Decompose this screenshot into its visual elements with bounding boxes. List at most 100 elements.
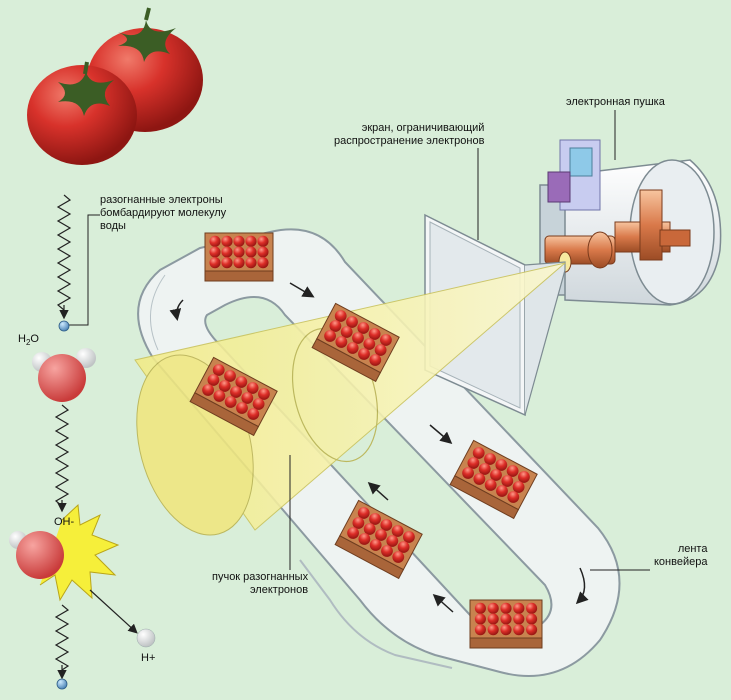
tomato-icon	[324, 330, 336, 342]
tomato-icon	[257, 257, 269, 269]
tomato-icon	[347, 527, 359, 539]
tomato-icon	[258, 388, 270, 400]
tomato-icon	[209, 235, 221, 247]
tomato-icon	[352, 332, 364, 344]
water-h: H	[18, 333, 26, 345]
tomato-icon	[381, 545, 393, 557]
tomato-crate	[204, 232, 274, 282]
tomato-icon	[380, 334, 392, 346]
tomato-icon	[368, 328, 381, 340]
tomato-icon	[490, 469, 502, 481]
tomato-icon	[397, 541, 410, 553]
tomato-icon	[363, 523, 376, 535]
tomato-icon	[487, 602, 499, 614]
tomato-icon	[473, 473, 486, 485]
tomato-icon	[221, 235, 233, 247]
tomato-icon	[213, 390, 226, 402]
arrow-icon	[289, 282, 315, 298]
tomato-icon	[257, 235, 269, 247]
electron-dot-icon	[58, 320, 70, 332]
tomato-icon	[391, 525, 404, 537]
tomato-icon	[235, 376, 248, 388]
tomato-icon	[340, 326, 353, 338]
tomato-icon	[506, 465, 519, 477]
tomato-icon	[474, 602, 486, 614]
tomato-icon	[369, 354, 382, 366]
tomato-icon	[495, 459, 508, 471]
tomato-icon	[467, 457, 480, 469]
label-electron-gun: электронная пушка	[566, 96, 665, 108]
tomato-icon	[224, 370, 236, 382]
tomato-icon	[246, 382, 259, 394]
tomato-icon	[513, 624, 525, 636]
tomato-icon	[380, 519, 393, 531]
tomato-icon	[221, 257, 233, 269]
label-electron-beam: пучок разогнанных электронов	[212, 571, 309, 596]
label-hydroxide: OH-	[54, 516, 75, 528]
tomato-icon	[374, 344, 387, 356]
tomato-icon	[526, 602, 538, 614]
leader-lines	[68, 110, 650, 571]
tomato-icon	[346, 316, 358, 328]
tomato-icon	[233, 246, 245, 258]
tomato-icon	[334, 310, 347, 322]
electron-dot-icon	[56, 678, 68, 690]
tomato-crate	[449, 439, 538, 520]
arrow-icon	[367, 482, 389, 501]
tomato-icon	[230, 386, 242, 398]
tomato-icon	[513, 602, 525, 614]
arrow-icon	[429, 424, 453, 444]
arrow-icon	[432, 594, 454, 613]
tomato-icon	[501, 475, 514, 487]
tomato-icon	[207, 374, 220, 386]
tomato-icon	[474, 624, 486, 636]
tomato-icon	[478, 463, 491, 475]
proton-icon	[136, 628, 156, 648]
tomato-icon	[245, 257, 257, 269]
tomato-icon	[358, 348, 370, 360]
tomato-icon	[518, 471, 530, 483]
tomato-icon	[512, 481, 525, 493]
tomato-icon	[245, 235, 257, 247]
tomato-crate	[189, 356, 278, 437]
label-conveyor: лента конвейера	[654, 543, 708, 568]
tomato-icon	[346, 342, 359, 354]
tomato-icon	[500, 624, 512, 636]
tomato-icon	[474, 613, 486, 625]
spark-icon	[39, 503, 120, 602]
crate-group	[189, 232, 543, 649]
tomato-icon	[233, 257, 245, 269]
tomato-icon	[526, 624, 538, 636]
tomato-icon	[224, 396, 237, 408]
tomato-icon	[484, 453, 496, 465]
label-proton: H+	[141, 652, 156, 664]
tomato-icon	[484, 479, 497, 491]
tomato-crate	[334, 499, 423, 580]
hydroxide-molecule-icon	[9, 531, 64, 579]
tomato-icon	[202, 384, 214, 396]
tomato-crate	[469, 599, 543, 649]
tomato-icon	[27, 61, 137, 165]
tomato-icon	[500, 602, 512, 614]
tomato-icon	[245, 246, 257, 258]
tomato-icon	[369, 539, 382, 551]
tomato-icon	[375, 529, 387, 541]
tomato-icon	[236, 402, 248, 414]
tomato-icon	[487, 624, 499, 636]
tomato-icon	[218, 380, 231, 392]
tomato-icon	[241, 392, 254, 404]
water-molecule-icon	[32, 348, 96, 402]
tomato-icon	[403, 531, 415, 543]
tomato-icon	[212, 364, 225, 376]
water-o: O	[30, 333, 39, 345]
electron-path	[54, 194, 72, 671]
tomato-icon	[513, 613, 525, 625]
tomato-icon	[526, 613, 538, 625]
tomato-icon	[496, 485, 508, 497]
tomato-icon	[363, 338, 376, 350]
label-water: H2O	[18, 333, 39, 347]
tomato-icon	[462, 467, 474, 479]
tomato-icon	[392, 551, 405, 563]
